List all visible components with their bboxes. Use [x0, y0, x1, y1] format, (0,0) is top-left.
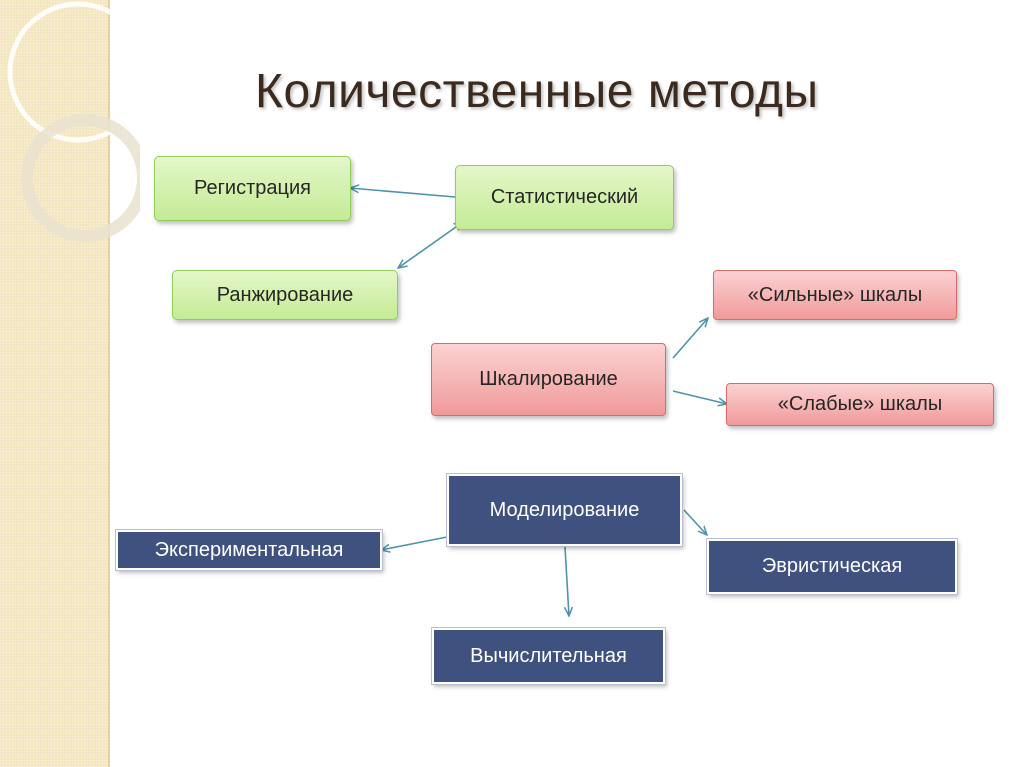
node-statistical: Статистический: [455, 165, 674, 230]
node-modeling: Моделирование: [446, 473, 683, 547]
node-strong-scales: «Сильные» шкалы: [713, 270, 957, 320]
node-scaling: Шкалирование: [431, 343, 666, 416]
slide-title: Количественные методы: [255, 65, 819, 118]
node-registration: Регистрация: [154, 156, 351, 221]
arrow-modeling-to-computational: [565, 546, 569, 616]
node-ranking: Ранжирование: [172, 270, 398, 320]
node-computational: Вычислительная: [431, 627, 666, 685]
node-weak-scales: «Слабые» шкалы: [726, 383, 994, 426]
arrow-modeling-to-experimental: [381, 536, 448, 550]
arrow-scaling-to-strong: [672, 318, 708, 359]
arrow-scaling-to-weak: [672, 390, 727, 404]
node-experimental: Экспериментальная: [115, 529, 383, 571]
arrow-statistical-ranking: [398, 222, 463, 268]
arrow-statistical-to-registration: [350, 188, 456, 198]
node-heuristic: Эвристическая: [706, 538, 958, 595]
arrow-modeling-to-heuristic: [683, 509, 707, 535]
decorative-rings: [7, 1, 140, 242]
